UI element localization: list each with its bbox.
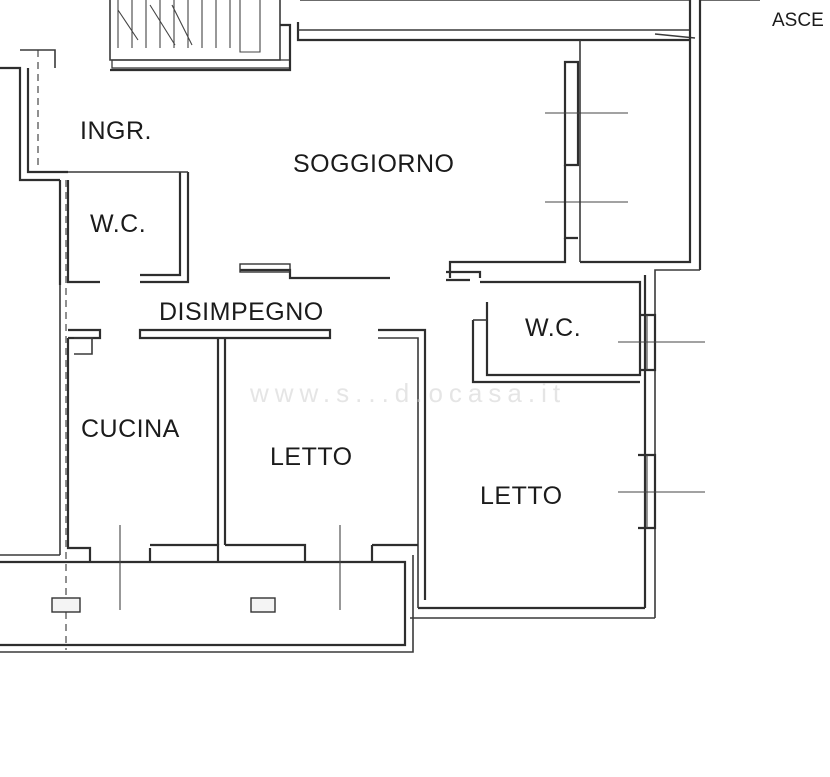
hallway-walls (68, 263, 482, 608)
balcony-drain-right (250, 597, 276, 613)
wc-2-label: W.C. (525, 314, 581, 342)
wc-2-walls (471, 280, 705, 384)
living-room-window (448, 40, 628, 278)
balcony-drain-left (51, 597, 81, 613)
outer-walls (0, 0, 760, 653)
kitchen-bedroom-walls (66, 338, 418, 610)
stairwell (109, 0, 291, 69)
wc-1-label: W.C. (90, 210, 146, 238)
elevator-label: ASCE (772, 10, 824, 31)
entrance-label: INGR. (80, 117, 152, 145)
living-room-label: SOGGIORNO (293, 150, 454, 178)
bedroom-2-window (618, 453, 705, 530)
watermark: www.s...d.ocasa.it (249, 378, 566, 408)
hallway-label: DISIMPEGNO (159, 298, 324, 326)
kitchen-label: CUCINA (81, 415, 180, 443)
bedroom-1-label: LETTO (270, 443, 353, 471)
bedroom-2-label: LETTO (480, 482, 563, 510)
wc-1-walls (58, 171, 190, 285)
